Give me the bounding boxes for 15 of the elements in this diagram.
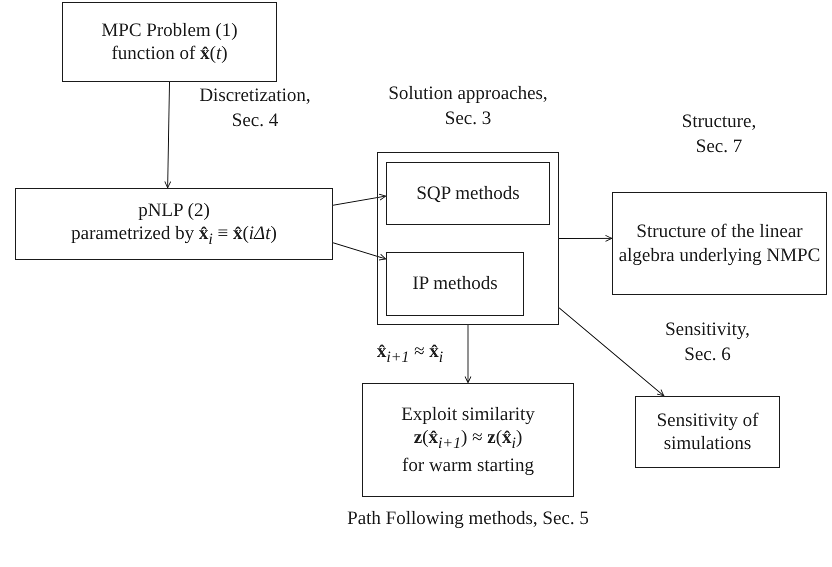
node-text: Exploit similarity bbox=[401, 403, 535, 426]
node-label: Solution approaches, Sec. 3 bbox=[387, 82, 549, 131]
node-text: pNLP (2) bbox=[138, 198, 210, 222]
node-text: function of x̂(t) bbox=[111, 42, 228, 66]
node-text: MPC Problem (1) bbox=[101, 18, 238, 42]
node-text: IP methods bbox=[412, 272, 498, 296]
node-text: z(x̂$_{i+1}$) ≈ z(x̂$_{i}$) bbox=[414, 426, 522, 454]
node-label: Path Following methods, Sec. 5 bbox=[347, 507, 589, 531]
node-text: Structure of the linear algebra underlying NMPC bbox=[618, 220, 822, 267]
node-label: Structure, Sec. 7 bbox=[680, 110, 758, 159]
node-text: parametrized by x̂$_{i}$ ≡ x̂(iΔt) bbox=[71, 222, 277, 250]
node-text: for warm starting bbox=[402, 454, 534, 477]
node-text: SQP methods bbox=[416, 182, 520, 206]
node-text: Sensitivity of simulations bbox=[656, 408, 760, 456]
node-label: Sensitivity, Sec. 6 bbox=[664, 318, 751, 367]
